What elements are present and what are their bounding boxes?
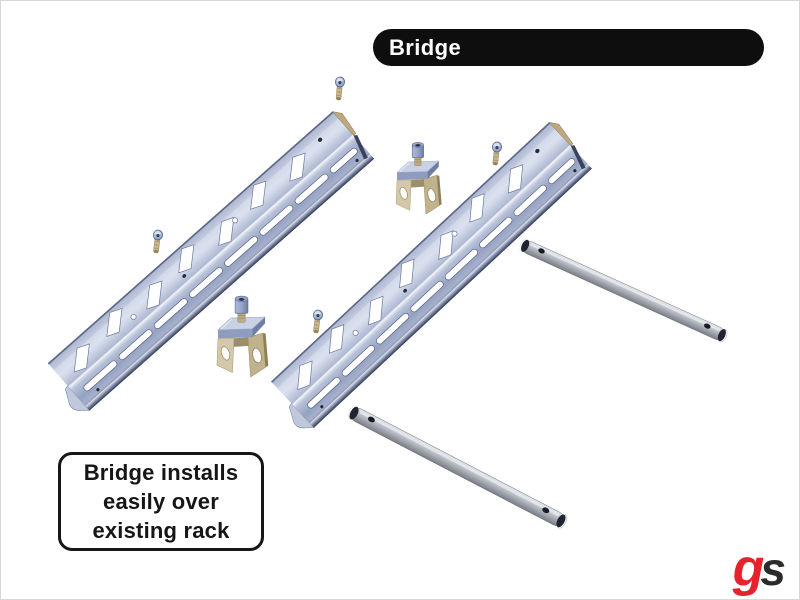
screw-top [333, 76, 346, 102]
logo-letter-s: s [760, 543, 786, 595]
callout-line-2: easily over [103, 489, 219, 514]
title-banner-label: Bridge [389, 34, 462, 60]
lower-crossbar-tube [345, 403, 570, 531]
title-banner: Bridge [373, 29, 764, 66]
logo-letter-g: g [732, 539, 765, 597]
upper-clamp-bracket [395, 141, 443, 215]
callout-box: Bridge installs easily over existing rac… [58, 452, 264, 551]
upper-crossbar-tube [517, 237, 730, 344]
callout-line-3: existing rack [92, 518, 230, 543]
callout-line-1: Bridge installs [83, 460, 239, 485]
screw-right [490, 141, 503, 167]
screw-center [310, 308, 324, 335]
lower-clamp-bracket [216, 295, 269, 378]
screw-left [150, 228, 164, 255]
brand-logo: gs [733, 542, 786, 594]
